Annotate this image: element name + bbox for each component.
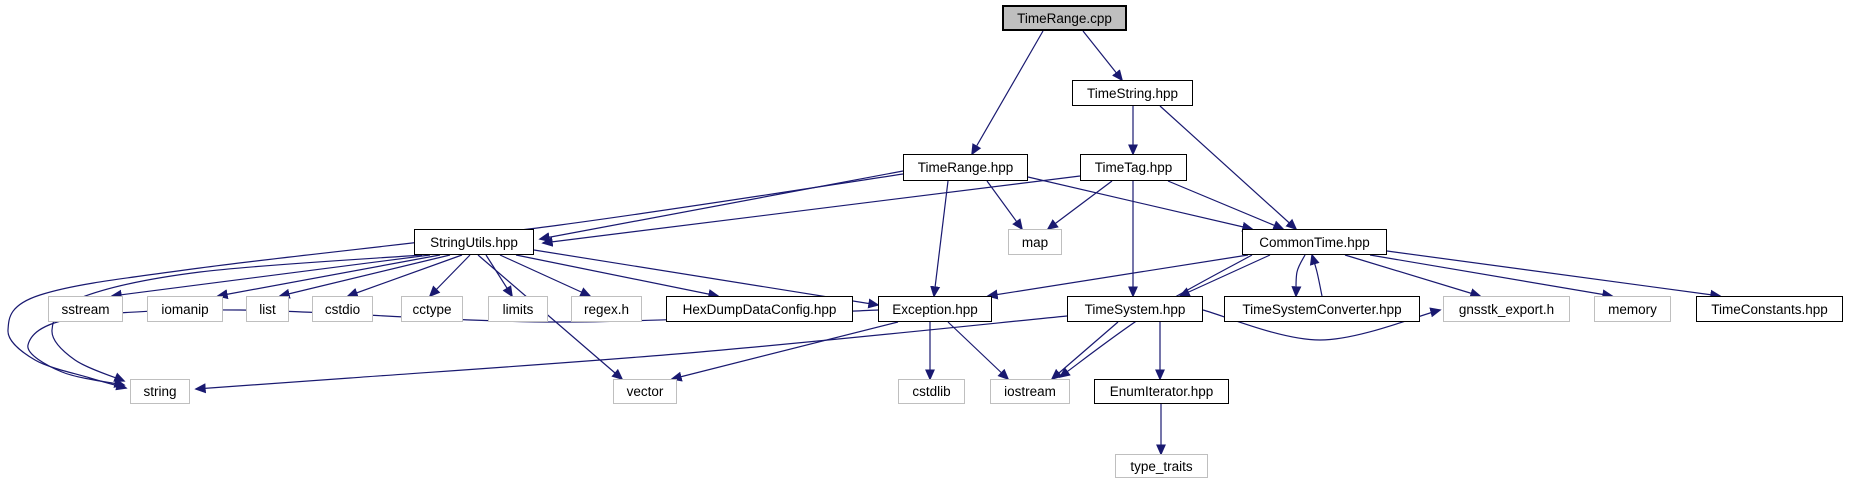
node-type-traits: type_traits xyxy=(1115,454,1208,478)
edge-timerange-cpp-to-timestring-hpp xyxy=(1082,30,1124,82)
edge-timetag-hpp-to-stringutils-hpp xyxy=(541,175,1081,247)
node-sstream: sstream xyxy=(48,296,123,322)
edge-commontime-hpp-to-exception-hpp xyxy=(986,254,1249,300)
edge-stringutils-hpp-to-limits xyxy=(485,254,513,298)
node-exception-hpp[interactable]: Exception.hpp xyxy=(878,296,992,322)
node-commontime-hpp[interactable]: CommonTime.hpp xyxy=(1242,229,1387,255)
node-iostream: iostream xyxy=(990,379,1070,404)
edge-stringutils-hpp-to-regex-h xyxy=(499,254,592,297)
node-limits: limits xyxy=(488,296,548,322)
node-map: map xyxy=(1008,229,1062,255)
node-timetag-hpp[interactable]: TimeTag.hpp xyxy=(1080,154,1187,181)
node-cstdlib: cstdlib xyxy=(898,379,965,404)
node-regex-h: regex.h xyxy=(571,296,642,322)
node-list: list xyxy=(246,296,289,322)
edge-exception-hpp-to-vector xyxy=(670,321,899,382)
edge-exception-hpp-to-iostream xyxy=(947,321,1010,381)
node-vector: vector xyxy=(613,379,677,404)
edge-commontime-hpp-to-timeconstants-hpp xyxy=(1386,250,1722,300)
edge-stringutils-hpp-to-exception-hpp xyxy=(533,249,880,309)
edge-commontime-hpp-to-memory xyxy=(1369,254,1614,300)
node-string: string xyxy=(130,379,190,404)
edge-timetag-hpp-to-map xyxy=(1046,180,1113,231)
edge-stringutils-hpp-to-cctype xyxy=(428,254,471,298)
edge-stringutils-hpp-to-list xyxy=(278,254,451,299)
edge-timetag-hpp-to-commontime-hpp xyxy=(1167,180,1285,230)
edge-timerange-hpp-to-commontime-hpp xyxy=(1027,176,1254,232)
edge-timesystemconverter-hpp-to-commontime-hpp xyxy=(1309,253,1323,297)
edge-commontime-hpp-to-timesystem-hpp xyxy=(1178,254,1271,297)
edge-timerange-hpp-to-map xyxy=(986,180,1024,231)
node-cctype: cctype xyxy=(401,296,463,322)
node-memory: memory xyxy=(1594,296,1671,322)
node-timesystemconverter-hpp[interactable]: TimeSystemConverter.hpp xyxy=(1224,296,1420,322)
edge-stringutils-hpp-to-cstdio xyxy=(346,254,463,298)
node-cstdio: cstdio xyxy=(312,296,373,322)
node-timesystem-hpp[interactable]: TimeSystem.hpp xyxy=(1067,296,1203,322)
edge-stringutils-hpp-to-vector xyxy=(477,254,624,381)
edge-stringutils-hpp-to-sstream xyxy=(110,254,431,300)
node-timestring-hpp[interactable]: TimeString.hpp xyxy=(1072,80,1193,106)
node-timerange-cpp: TimeRange.cpp xyxy=(1002,5,1127,31)
edge-stringutils-hpp-to-hexdumpdataconfig-hpp xyxy=(515,254,720,299)
edge-commontime-hpp-to-gnsstk-export-h xyxy=(1344,254,1482,298)
node-iomanip: iomanip xyxy=(147,296,223,322)
node-stringutils-hpp[interactable]: StringUtils.hpp xyxy=(414,229,534,255)
edge-timerange-hpp-to-stringutils-hpp xyxy=(538,170,904,243)
node-timerange-hpp[interactable]: TimeRange.hpp xyxy=(903,154,1028,181)
edge-timesystem-hpp-to-string xyxy=(194,315,1068,394)
node-timeconstants-hpp[interactable]: TimeConstants.hpp xyxy=(1696,296,1843,322)
node-hexdumpdataconfig-hpp[interactable]: HexDumpDataConfig.hpp xyxy=(666,296,853,322)
edge-timestring-hpp-to-commontime-hpp xyxy=(1159,105,1298,231)
edge-stringutils-hpp-to-iomanip xyxy=(216,254,441,300)
edge-commontime-hpp-to-timesystemconverter-hpp xyxy=(1291,254,1306,298)
edge-timerange-cpp-to-timerange-hpp xyxy=(971,30,1044,156)
edge-timesystem-hpp-to-iostream xyxy=(1050,321,1119,381)
node-enumiterator-hpp[interactable]: EnumIterator.hpp xyxy=(1094,379,1229,404)
node-gnsstk-export-h: gnsstk_export.h xyxy=(1443,296,1570,322)
edge-timerange-hpp-to-exception-hpp xyxy=(930,180,949,298)
